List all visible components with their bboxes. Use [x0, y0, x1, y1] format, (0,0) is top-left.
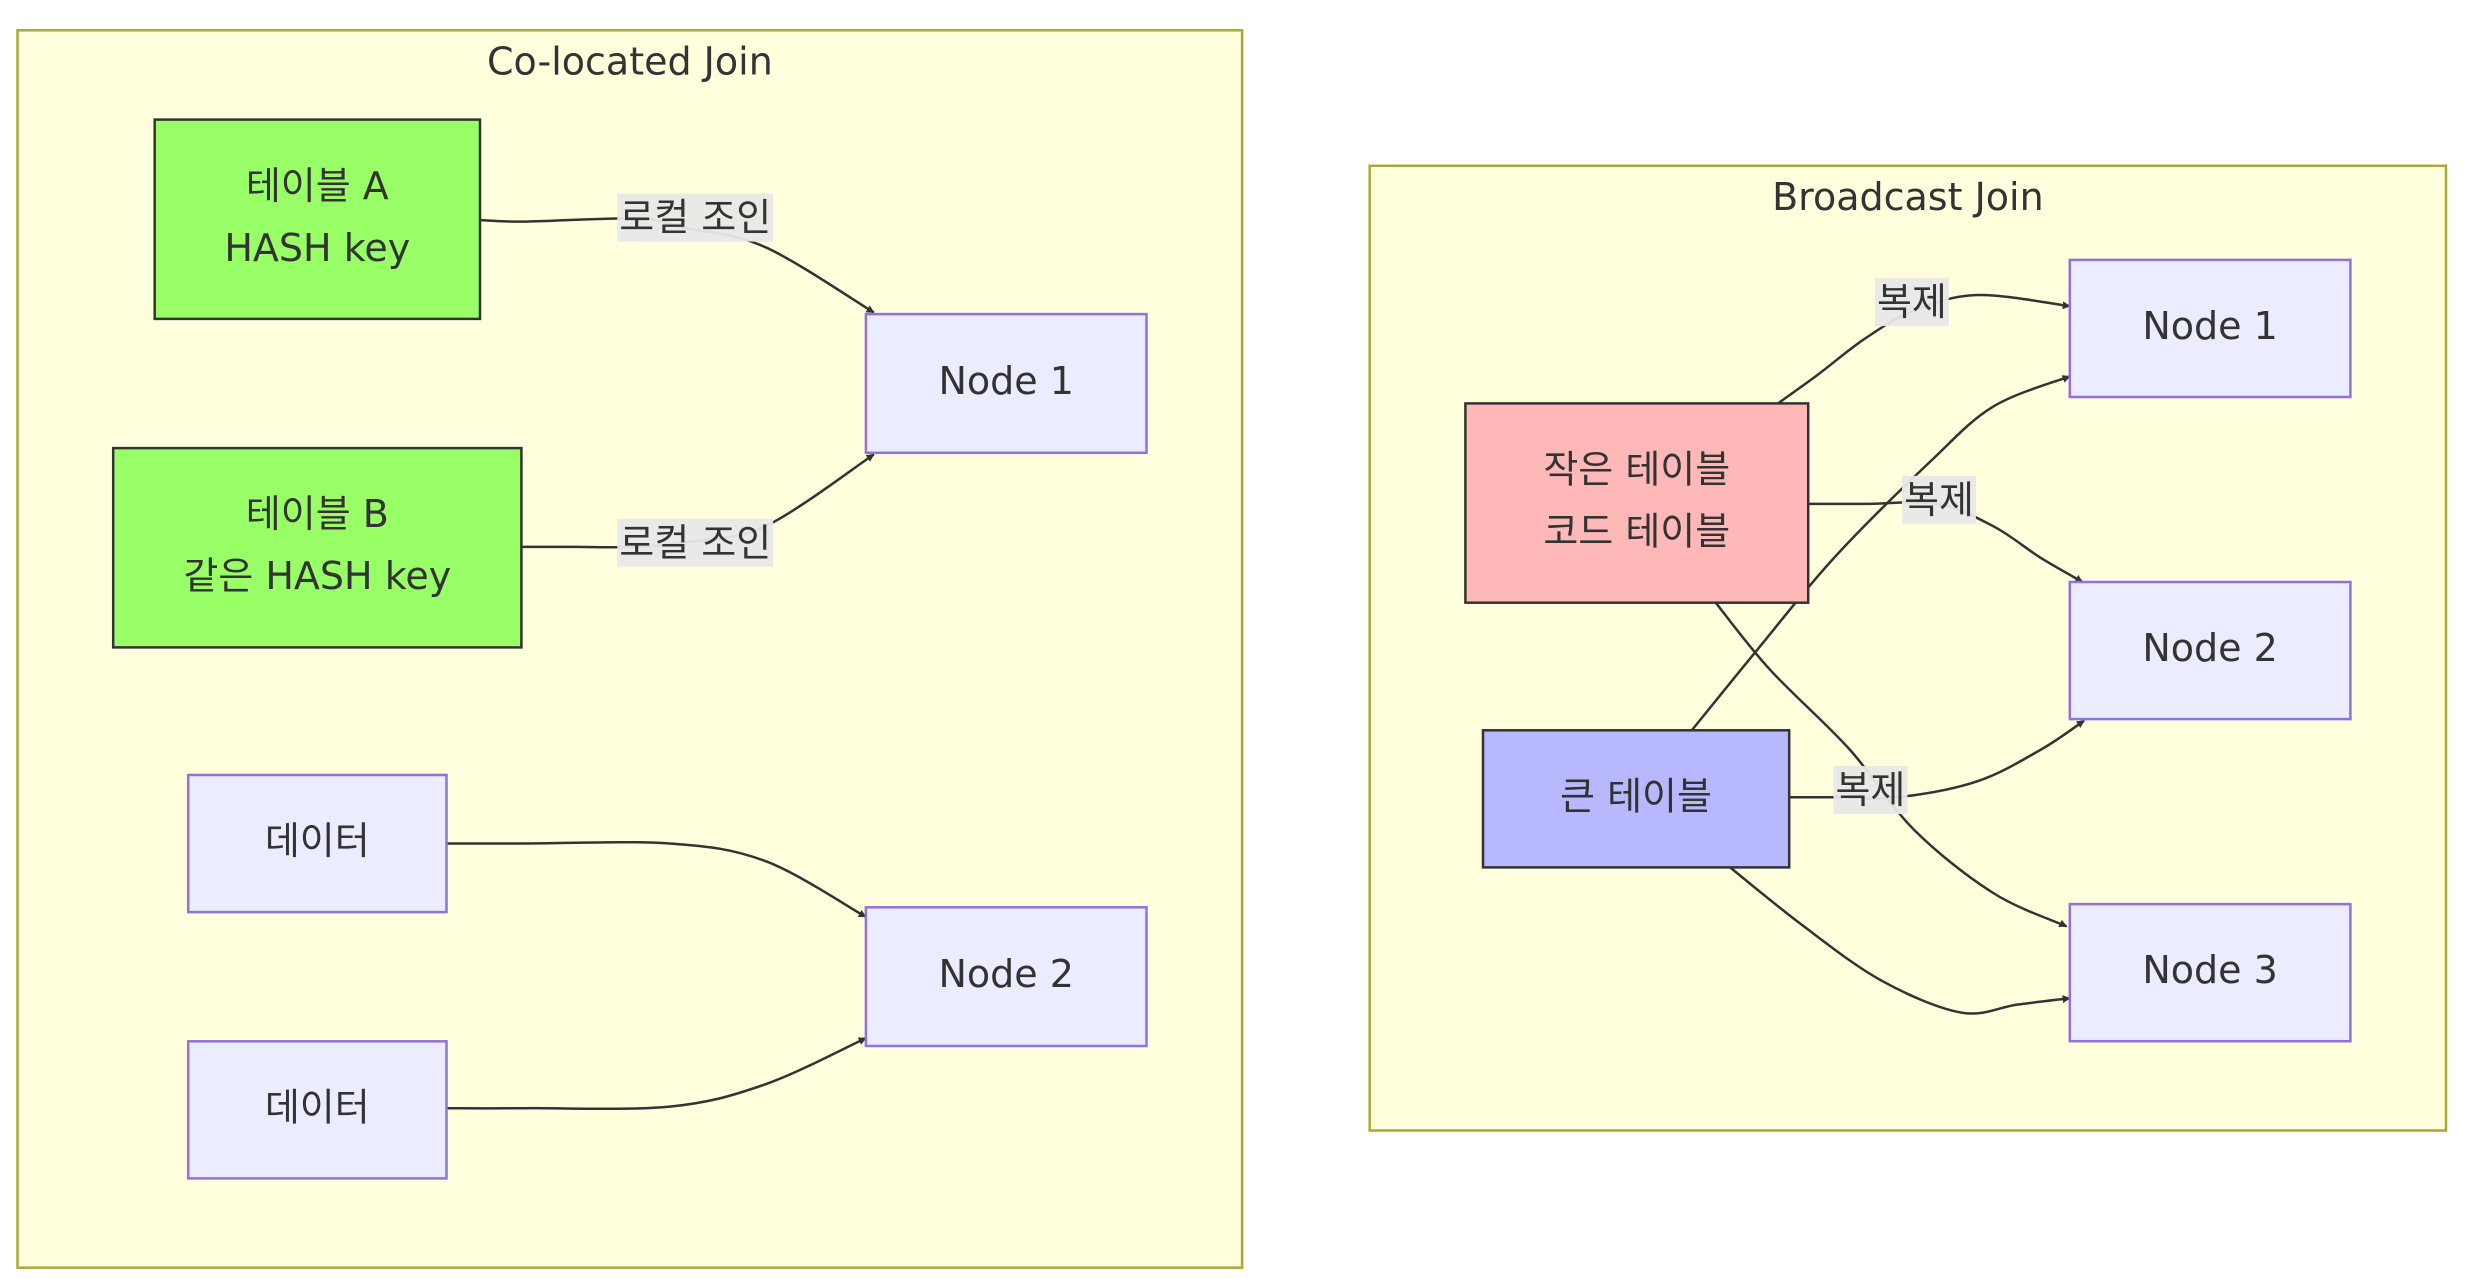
- edge-label-text-b-n1: 로컬 조인: [619, 521, 771, 565]
- node-table_b-label-1: 같은 HASH key: [183, 554, 451, 598]
- node-bc_node1-box: [2068, 258, 2352, 399]
- node-table_a: 테이블 A HASH key: [153, 118, 482, 321]
- node-table_a-label-0: 테이블 A: [246, 164, 389, 208]
- node-data2-label-0: 데이터: [265, 1085, 370, 1129]
- node-table_b-box: [111, 446, 523, 649]
- cluster-colocated-title: Co-located Join: [487, 39, 773, 83]
- edge-label-text-small-n1: 복제: [1877, 280, 1947, 324]
- edge-label-bg-small-n1: [1874, 278, 1949, 327]
- node-bc_node2-label-0: Node 2: [2142, 626, 2277, 670]
- node-big_table-box: [1481, 729, 1791, 869]
- node-table_b-label-0: 테이블 B: [246, 492, 389, 536]
- edge-label-a-n1: 로컬 조인: [617, 193, 774, 242]
- node-table_a-label-1: HASH key: [224, 226, 410, 270]
- node-bc_node1: Node 1: [2068, 258, 2352, 399]
- node-co_node1-box: [864, 312, 1148, 455]
- edge-label-bg-big-n2: [1833, 766, 1908, 814]
- node-bc_node2-box: [2068, 580, 2352, 721]
- node-bc_node3: Node 3: [2068, 902, 2352, 1043]
- node-co_node2: Node 2: [864, 906, 1148, 1048]
- node-co_node1-label-0: Node 1: [938, 359, 1073, 403]
- edge-label-big-n2: 복제: [1833, 766, 1908, 814]
- node-small_table-label-1: 코드 테이블: [1543, 510, 1730, 554]
- node-co_node2-box: [864, 906, 1148, 1048]
- node-bc_node1-label-0: Node 1: [2142, 304, 2277, 348]
- edge-big-n1: [1690, 375, 2071, 732]
- node-bc_node2: Node 2: [2068, 580, 2352, 721]
- node-co_node1: Node 1: [864, 312, 1148, 455]
- node-data2: 데이터: [186, 1040, 448, 1180]
- edge-label-text-small-n2: 복제: [1904, 478, 1974, 522]
- node-table_b: 테이블 B 같은 HASH key: [111, 446, 523, 649]
- node-small_table-box: [1464, 402, 1810, 604]
- edge-d2-n2: [446, 1036, 867, 1111]
- edge-d1-n2: [446, 840, 867, 918]
- node-big_table-label-0: 큰 테이블: [1560, 774, 1712, 818]
- node-small_table-label-0: 작은 테이블: [1543, 448, 1730, 492]
- edge-label-b-n1: 로컬 조인: [617, 518, 774, 567]
- node-co_node2-label-0: Node 2: [938, 952, 1073, 996]
- node-data1: 데이터: [186, 773, 448, 914]
- edge-label-small-n1: 복제: [1874, 278, 1949, 327]
- edge-big-n3: [1729, 866, 2071, 1015]
- node-bc_node3-label-0: Node 3: [2142, 948, 2277, 992]
- edge-label-bg-a-n1: [617, 193, 774, 242]
- node-table_a-box: [153, 118, 482, 321]
- node-data2-box: [186, 1040, 448, 1180]
- node-data1-box: [186, 773, 448, 914]
- edge-label-bg-small-n2: [1902, 475, 1976, 524]
- cluster-broadcast-title: Broadcast Join: [1772, 175, 2044, 219]
- node-big_table: 큰 테이블: [1481, 729, 1791, 869]
- node-data1-label-0: 데이터: [265, 819, 370, 863]
- edge-label-bg-b-n1: [617, 518, 774, 567]
- edge-label-small-n2: 복제: [1902, 475, 1976, 524]
- edge-label-text-a-n1: 로컬 조인: [619, 196, 771, 240]
- node-bc_node3-box: [2068, 902, 2352, 1043]
- edge-label-text-big-n2: 복제: [1835, 768, 1905, 812]
